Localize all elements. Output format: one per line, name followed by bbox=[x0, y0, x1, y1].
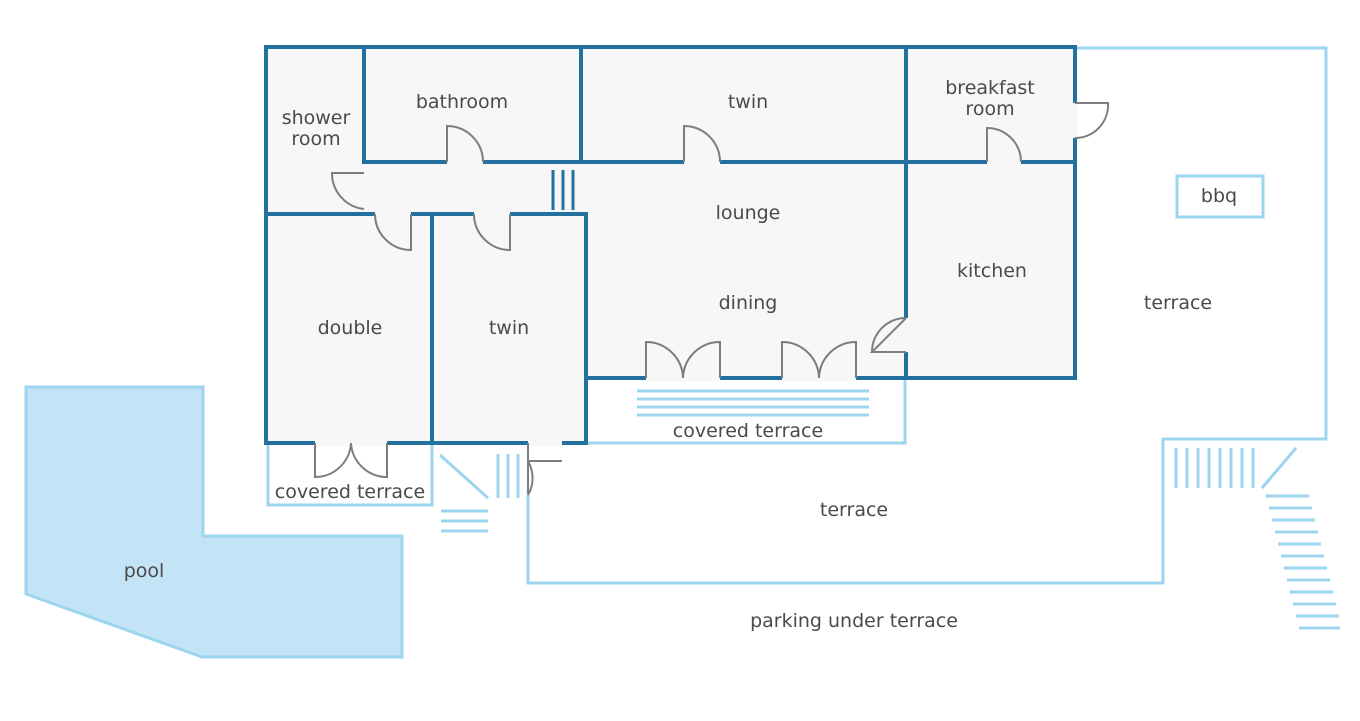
label-breakfast-room-line1: breakfast bbox=[945, 77, 1034, 99]
door-kitchen bbox=[869, 317, 907, 353]
door-dining-right bbox=[781, 340, 857, 379]
label-covered-terrace-middle: covered terrace bbox=[673, 420, 823, 442]
label-pool: pool bbox=[124, 560, 165, 582]
label-dining: dining bbox=[719, 292, 778, 314]
corridor-opening-bars bbox=[551, 170, 575, 210]
label-breakfast-room-line2: room bbox=[965, 98, 1014, 120]
label-shower-room-line1: shower bbox=[282, 107, 351, 129]
label-covered-terrace-left: covered terrace bbox=[275, 481, 425, 503]
door-twin-bottom bbox=[473, 213, 511, 252]
label-kitchen: kitchen bbox=[957, 260, 1027, 282]
label-shower-room-line2: room bbox=[291, 128, 340, 150]
indoor-floor bbox=[266, 47, 1075, 443]
label-double: double bbox=[318, 317, 383, 339]
label-twin-bottom: twin bbox=[489, 317, 529, 339]
label-bbq: bbq bbox=[1201, 185, 1237, 207]
outdoor-outlines bbox=[266, 46, 1328, 585]
door-shower-room bbox=[330, 172, 365, 210]
door-dining-left bbox=[645, 340, 721, 379]
label-twin-top: twin bbox=[728, 91, 768, 113]
room-labels: shower room bathroom twin breakfast room… bbox=[124, 77, 1237, 632]
label-terrace-bottom: terrace bbox=[820, 499, 888, 521]
door-double-terrace bbox=[314, 442, 388, 479]
bbq-box bbox=[1175, 174, 1265, 219]
left-entry-steps bbox=[438, 453, 520, 533]
label-terrace-right: terrace bbox=[1144, 292, 1212, 314]
door-twin-top bbox=[683, 124, 721, 163]
right-terrace-steps bbox=[1174, 447, 1340, 630]
doors bbox=[314, 102, 1110, 496]
stairs bbox=[438, 389, 1340, 630]
covered-terrace-steps bbox=[637, 389, 869, 417]
covered-terrace-left-outline bbox=[266, 441, 434, 507]
door-breakfast-exterior bbox=[1074, 102, 1110, 140]
label-lounge: lounge bbox=[716, 202, 781, 224]
door-double bbox=[374, 213, 412, 252]
pool bbox=[24, 385, 404, 659]
label-bathroom: bathroom bbox=[416, 91, 508, 113]
door-breakfast-room bbox=[986, 126, 1022, 163]
door-twin-entry bbox=[527, 443, 562, 496]
terrace-outline bbox=[526, 46, 1328, 585]
door-bathroom bbox=[446, 124, 484, 163]
label-parking: parking under terrace bbox=[750, 610, 958, 632]
covered-terrace-middle-outline bbox=[584, 376, 907, 445]
